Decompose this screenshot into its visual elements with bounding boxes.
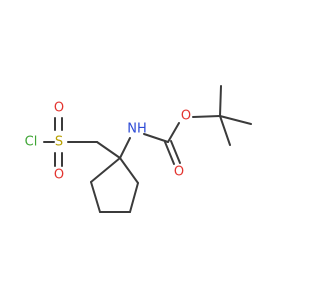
molecule-canvas: Cl S O O NH O O <box>25 85 252 213</box>
bond-ring-1 <box>119 157 139 184</box>
atom-label-o-ether: O <box>181 109 191 124</box>
bond-ccarb-o-a <box>164 141 175 165</box>
atom-label-cl: Cl <box>25 135 38 150</box>
bond-ccarb-oether <box>167 122 180 143</box>
bond-ccarb-o-b <box>170 140 181 164</box>
molecule-structure: Cl S O O NH O O <box>25 85 252 213</box>
atom-label-o-top: O <box>54 101 64 116</box>
atom-label-nh: NH <box>127 122 147 137</box>
bond-ct-me-right <box>219 115 252 125</box>
bond-ring-4 <box>90 181 101 213</box>
bond-nh-ccarb <box>143 133 169 143</box>
bond-oether-ct <box>192 115 221 118</box>
bond-ct-me-bottom <box>219 115 231 146</box>
bond-cq-nh <box>119 137 131 159</box>
bonds-group <box>43 85 252 213</box>
bond-ct-me-top <box>219 85 222 117</box>
bond-ch2-cq <box>96 141 121 159</box>
atom-label-o-carbonyl: O <box>174 165 184 180</box>
atom-label-s: S <box>55 135 63 150</box>
atom-labels-group: Cl S O O NH O O <box>25 101 191 183</box>
bond-ring-5 <box>90 157 121 183</box>
bond-ring-2 <box>129 182 139 213</box>
atom-label-o-bottom: O <box>54 168 64 183</box>
